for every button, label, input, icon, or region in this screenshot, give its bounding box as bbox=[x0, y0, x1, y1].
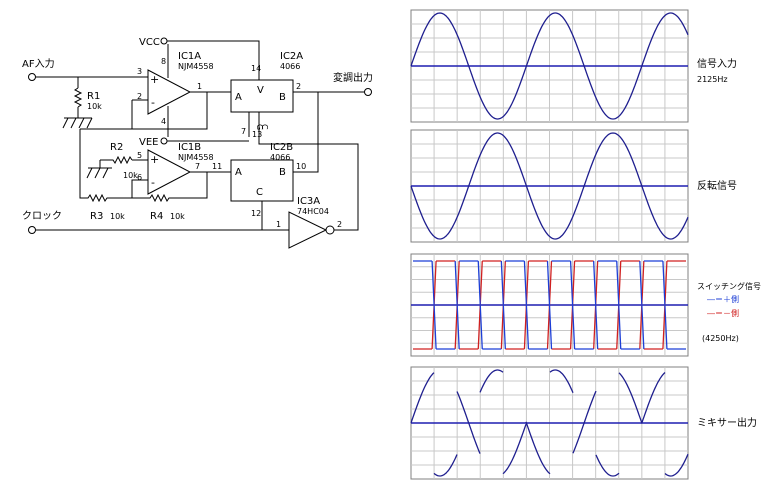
signal-freq: 2125Hz bbox=[697, 75, 728, 84]
r2-resistor bbox=[100, 155, 133, 165]
ic1b-name: IC1B bbox=[178, 142, 201, 153]
ic2b-switch bbox=[230, 159, 294, 202]
wire bbox=[131, 179, 148, 198]
r1-resistor bbox=[73, 87, 83, 108]
ic1a-opamp bbox=[147, 69, 192, 115]
ic3a-name: IC3A bbox=[297, 196, 320, 207]
panel-signal bbox=[410, 9, 689, 123]
switch-letter-c: C bbox=[260, 124, 269, 130]
r4-resistor bbox=[132, 172, 208, 203]
pin-1: 1 bbox=[197, 82, 202, 91]
pin-10: 10 bbox=[296, 162, 306, 171]
r3-resistor bbox=[79, 129, 132, 203]
pin-12: 12 bbox=[251, 209, 261, 218]
panel-mixer bbox=[410, 366, 689, 480]
vcc-wire bbox=[167, 40, 260, 80]
ic2a-name: IC2A bbox=[280, 51, 303, 62]
signal-label: 信号入力 bbox=[697, 57, 737, 70]
ic3a-part: 74HC04 bbox=[297, 207, 329, 216]
clock-terminal bbox=[28, 226, 36, 234]
inverted-label: 反転信号 bbox=[697, 180, 737, 192]
pin-3: 3 bbox=[137, 67, 142, 76]
mixer-label: ミキサー出力 bbox=[697, 416, 757, 429]
sine-wave bbox=[410, 12, 689, 120]
ground-symbol-2 bbox=[86, 160, 112, 179]
ic3a-bubble bbox=[325, 225, 335, 235]
vcc-terminal bbox=[160, 37, 168, 45]
switch-label: スイッチング信号 bbox=[697, 281, 761, 291]
output-join-wire bbox=[293, 92, 319, 173]
r1-value: 10k bbox=[87, 102, 102, 111]
ic1a-part: NJM4558 bbox=[178, 62, 214, 71]
vee-terminal bbox=[160, 137, 168, 145]
switch-letter-a: A bbox=[235, 92, 242, 103]
switch-plus-legend: ―＝＋側 bbox=[707, 294, 739, 304]
plus-sign: + bbox=[150, 73, 159, 86]
pin-14: 14 bbox=[251, 64, 261, 73]
mixer-wave bbox=[410, 369, 689, 477]
ic3a-inverter bbox=[288, 211, 328, 249]
ic1b-opamp bbox=[147, 149, 192, 195]
vcc-label: VCC bbox=[139, 37, 160, 48]
pin-2: 2 bbox=[337, 220, 342, 229]
waveform-panels bbox=[410, 9, 689, 480]
pin-2: 2 bbox=[137, 92, 142, 101]
output-label: 変調出力 bbox=[333, 71, 373, 84]
panel-inverted bbox=[410, 129, 689, 243]
switch-letter-c: C bbox=[256, 187, 263, 198]
pin-6: 6 bbox=[137, 173, 142, 182]
r1-name: R1 bbox=[87, 91, 100, 102]
switch-freq: (4250Hz) bbox=[702, 334, 739, 343]
input-label: AF入力 bbox=[22, 57, 55, 70]
vee-label: VEE bbox=[139, 137, 158, 148]
ic2b-part: 4066 bbox=[270, 153, 290, 162]
ic1a-feedback bbox=[131, 92, 208, 130]
ic1a-name: IC1A bbox=[178, 51, 201, 62]
ic2b-name: IC2B bbox=[270, 142, 293, 153]
plus-sign: + bbox=[150, 153, 159, 166]
switch-letter-b: B bbox=[279, 92, 286, 103]
switch-plus-wave bbox=[413, 260, 686, 350]
sine-wave bbox=[410, 132, 689, 240]
r3-name: R3 bbox=[90, 211, 103, 222]
pin-11: 11 bbox=[212, 162, 222, 171]
ground-symbol bbox=[62, 117, 93, 129]
pin-4: 4 bbox=[161, 117, 166, 126]
switch-letter-a: A bbox=[235, 167, 242, 178]
switch-letter-v: V bbox=[257, 85, 264, 96]
pin-1: 1 bbox=[276, 220, 281, 229]
minus-sign: - bbox=[151, 176, 155, 189]
ic1b-part: NJM4558 bbox=[178, 153, 214, 162]
r4-value: 10k bbox=[170, 212, 185, 221]
schematic: AF入力 3 R1 10k + - IC1A NJM4558 2 1 VCC 8… bbox=[22, 37, 373, 249]
r2-value: 10k bbox=[123, 171, 138, 180]
output-terminal bbox=[364, 88, 372, 96]
pin-7: 7 bbox=[241, 127, 246, 136]
clock-label: クロック bbox=[22, 210, 62, 222]
switch-minus-legend: ―＝－側 bbox=[707, 308, 739, 318]
r3-value: 10k bbox=[110, 212, 125, 221]
panel-switch bbox=[410, 253, 689, 357]
pin-5: 5 bbox=[137, 151, 142, 160]
pin-8: 8 bbox=[161, 57, 166, 66]
minus-sign: - bbox=[151, 96, 155, 109]
ic2a-switch bbox=[230, 79, 294, 113]
pin-7: 7 bbox=[195, 162, 200, 171]
ic2a-part: 4066 bbox=[280, 62, 300, 71]
ic2a-control-wire bbox=[248, 112, 359, 231]
pin-2: 2 bbox=[296, 82, 301, 91]
r4-name: R4 bbox=[150, 211, 163, 222]
switch-letter-b: B bbox=[279, 167, 286, 178]
pin-13: 13 bbox=[252, 130, 262, 139]
r2-name: R2 bbox=[110, 142, 123, 153]
input-terminal bbox=[28, 73, 36, 81]
